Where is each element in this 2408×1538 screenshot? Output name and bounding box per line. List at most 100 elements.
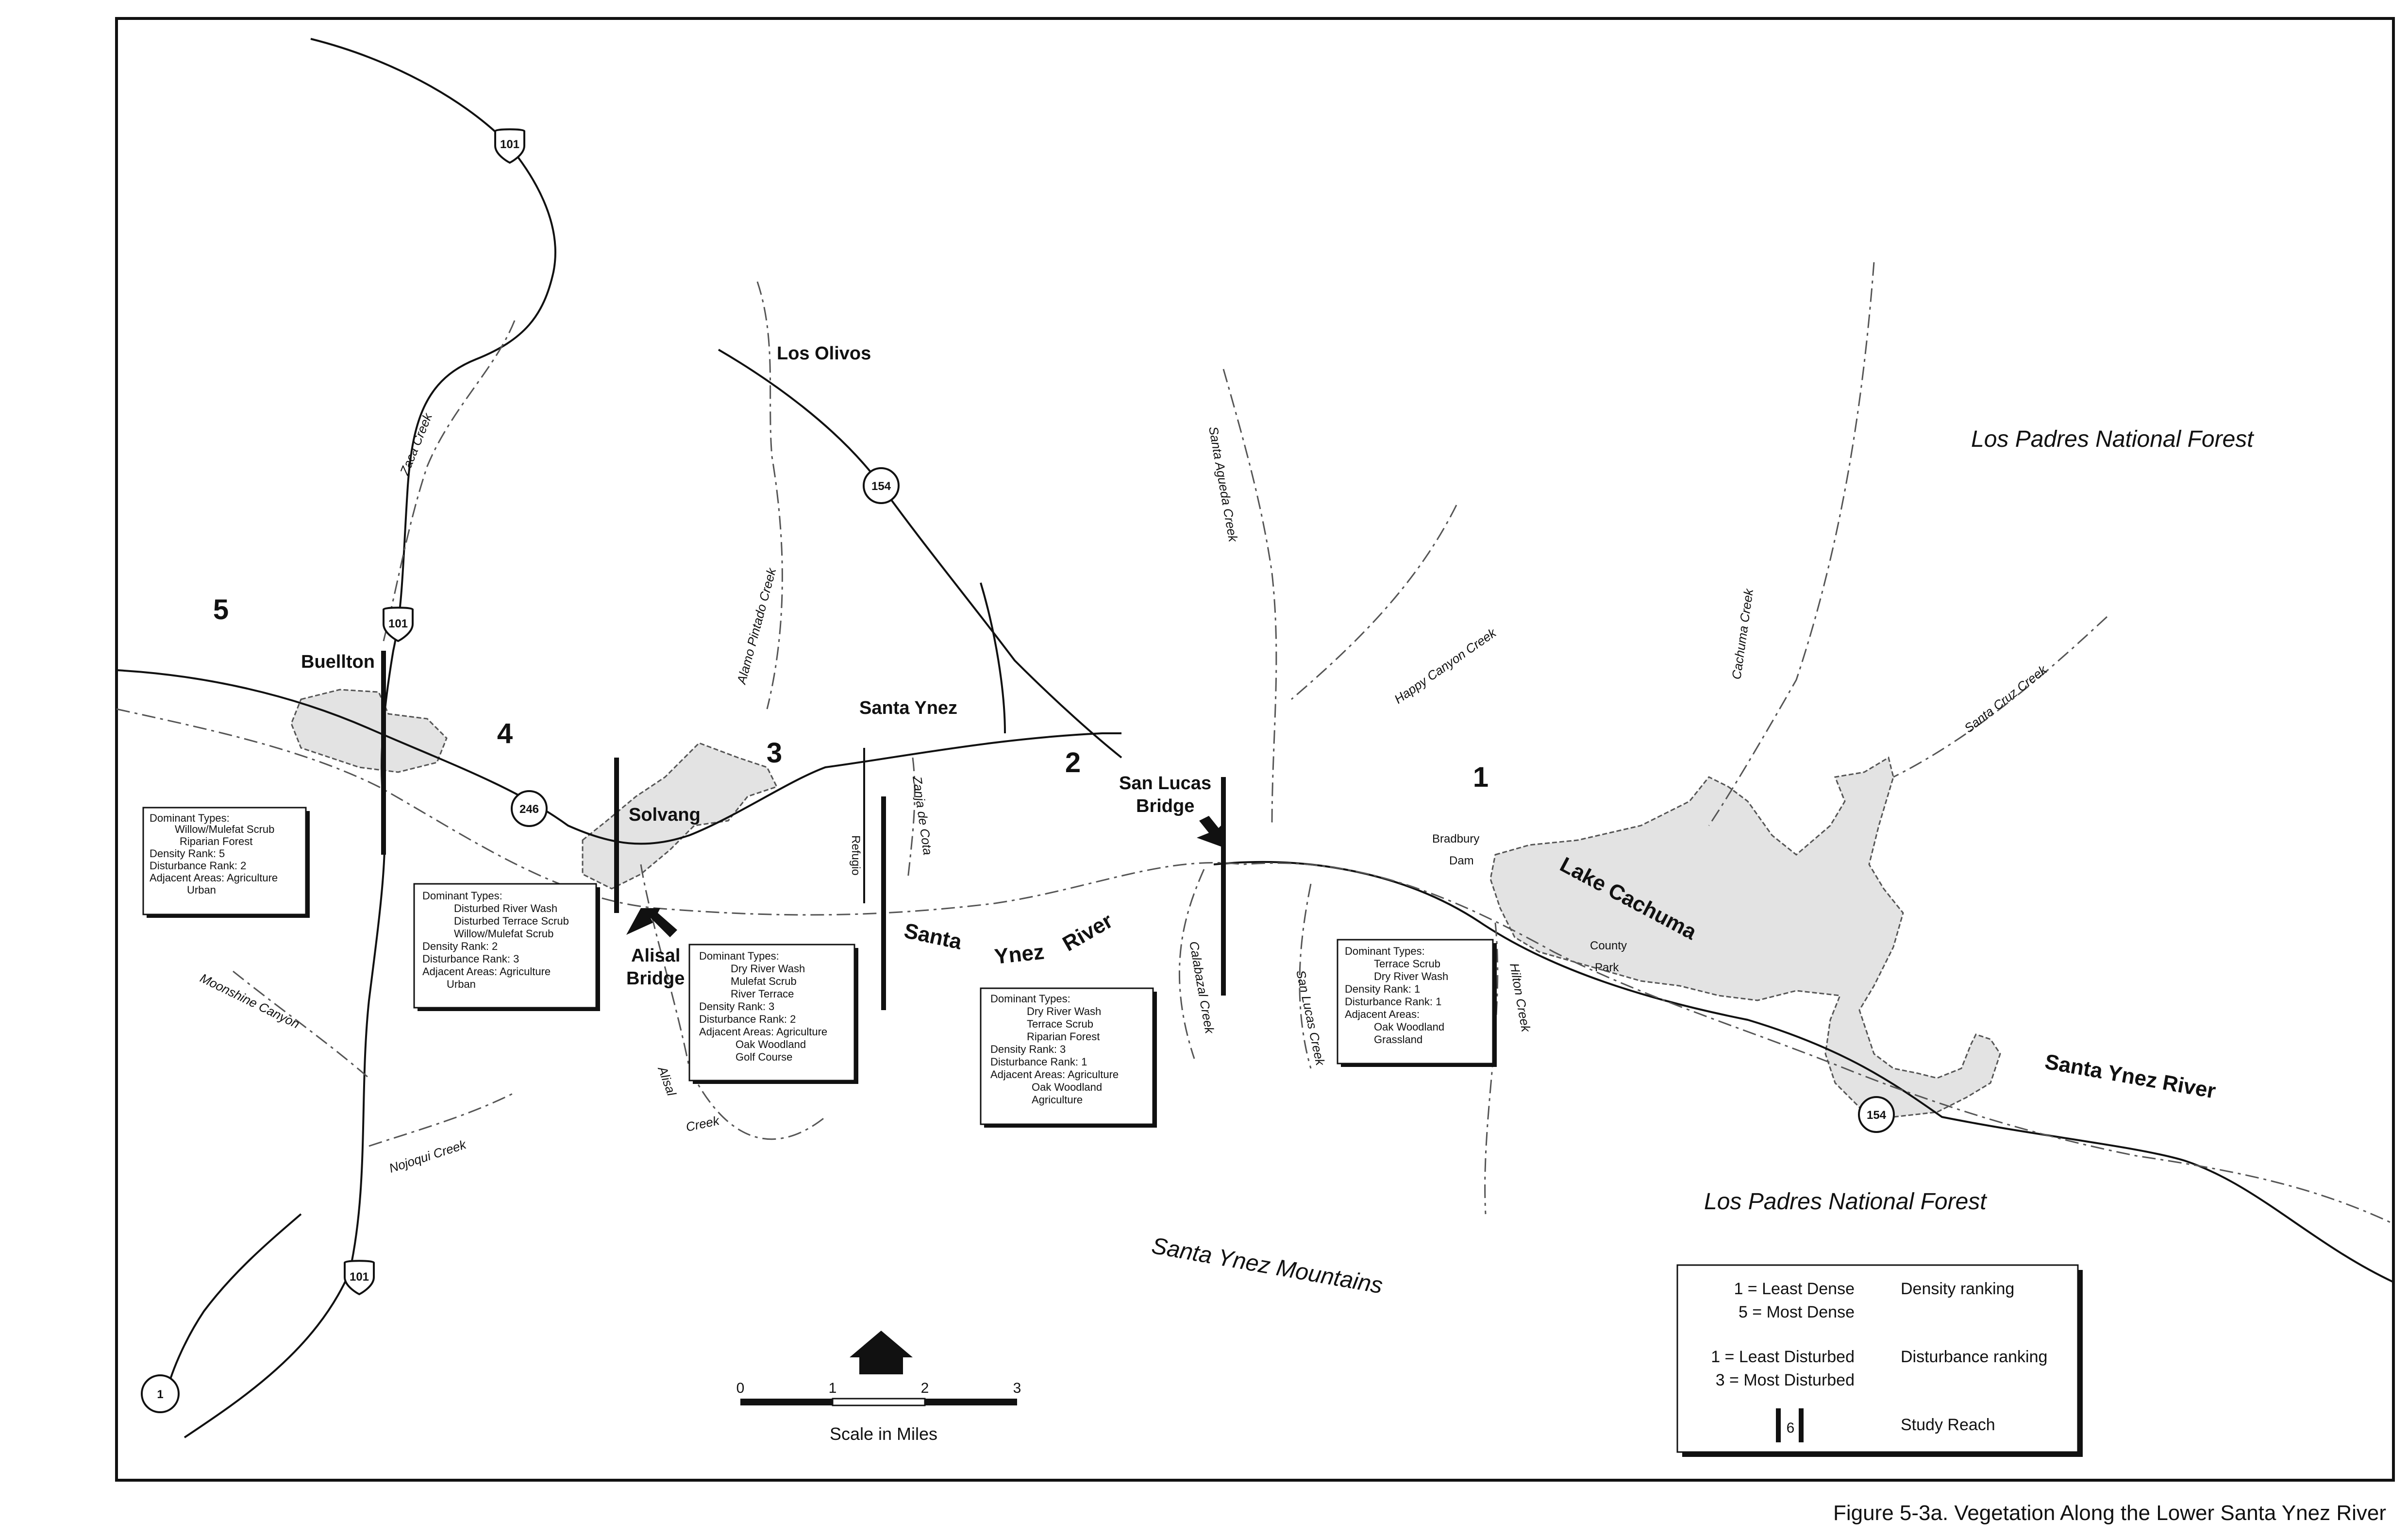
label-santa-ynez: Santa Ynez <box>859 698 957 718</box>
info-box-1-line: Riparian Forest <box>180 835 252 847</box>
shield-154-north-label: 154 <box>871 480 891 493</box>
alisal-bridge-arrow <box>626 908 677 937</box>
shield-1-label: 1 <box>157 1388 163 1401</box>
scale-tick-0: 0 <box>736 1380 745 1396</box>
shield-101-north: 101 <box>494 128 525 164</box>
highway-1-road <box>164 1213 302 1399</box>
map-frame <box>115 17 2395 1482</box>
label-san-lucas-bridge-2: Bridge <box>1136 796 1194 816</box>
label-alisal-creek-2: Creek <box>685 1113 721 1134</box>
reach-numbers: 1 2 3 4 5 <box>213 594 1488 793</box>
highway-shields: 101 101 101 154 154 246 1 <box>141 128 1895 1413</box>
info-box-5-line: Oak Woodland <box>1374 1021 1444 1033</box>
scale-bar: N 0 1 2 3 Scale in Miles <box>736 1331 1021 1444</box>
label-bradbury-1: Bradbury <box>1432 832 1479 845</box>
highway-154-road <box>718 349 1122 759</box>
santa-ynez-river-line <box>116 708 2394 1225</box>
info-box-1-line: Disturbance Rank: 2 <box>150 860 246 872</box>
info-box-2-line: Disturbed River Wash <box>454 902 557 914</box>
legend-disturb-low: 1 = Least Disturbed <box>1711 1348 1855 1366</box>
label-county-park-1: County <box>1590 939 1627 952</box>
label-santa-ynez-river-word3: River <box>1059 909 1117 956</box>
solvang-urban-area <box>582 742 778 890</box>
label-santa-ynez-river-word2: Ynez <box>993 940 1045 968</box>
happy-canyon-creek-line <box>1291 505 1457 700</box>
info-box-4-line: Dominant Types: <box>990 993 1070 1005</box>
calabazal-creek-line <box>1178 869 1205 1059</box>
info-box-3-line: Adjacent Areas: Agriculture <box>699 1026 827 1038</box>
info-box-3-line: Dominant Types: <box>699 950 779 962</box>
shield-246: 246 <box>511 790 548 827</box>
north-arrow-icon <box>850 1331 913 1374</box>
legend-disturb-high: 3 = Most Disturbed <box>1716 1371 1855 1389</box>
label-alisal-bridge-1: Alisal <box>631 946 680 966</box>
scale-tick-2: 2 <box>921 1380 929 1396</box>
info-box-3-line: Oak Woodland <box>736 1038 806 1050</box>
reach-number-1: 1 <box>1473 761 1488 793</box>
info-box-1-line: Adjacent Areas: Agriculture <box>150 872 278 884</box>
info-box-4-line: Density Rank: 3 <box>990 1043 1066 1055</box>
scale-tick-1: 1 <box>829 1380 837 1396</box>
info-box-1-line: Willow/Mulefat Scrub <box>175 823 274 835</box>
label-san-lucas-creek: San Lucas Creek <box>1293 969 1328 1067</box>
label-forest-south: Los Padres National Forest <box>1704 1189 1987 1215</box>
info-box-5-line: Adjacent Areas: <box>1345 1008 1420 1020</box>
info-box-1-line: Dominant Types: <box>150 812 230 824</box>
moonshine-canyon-line <box>233 970 369 1079</box>
legend-density-high: 5 = Most Dense <box>1739 1303 1855 1321</box>
info-box-4-line: Terrace Scrub <box>1027 1018 1093 1030</box>
label-cachuma-creek: Cachuma Creek <box>1729 587 1756 680</box>
shield-246-label: 246 <box>519 803 539 816</box>
north-arrow-label: N <box>876 1356 886 1372</box>
legend-reach-sample: 6 <box>1787 1420 1795 1436</box>
info-box-4-line: Agriculture <box>1032 1094 1083 1106</box>
legend-density-title: Density ranking <box>1901 1280 2014 1298</box>
info-box-4-line: Dry River Wash <box>1027 1005 1101 1017</box>
label-hilton-creek: Hilton Creek <box>1507 962 1534 1034</box>
info-box-5-line: Dry River Wash <box>1374 970 1448 982</box>
info-box-3-line: Dry River Wash <box>731 963 805 975</box>
legend-reach-bar-icon <box>1776 1408 1781 1442</box>
label-county-park-2: Park <box>1595 961 1619 974</box>
zanja-de-cota-creek-line <box>907 757 916 879</box>
info-box-4-line: Disturbance Rank: 1 <box>990 1056 1087 1068</box>
info-box-reach-3: Dominant Types: Dry River Wash Mulefat S… <box>688 944 858 1084</box>
info-box-2-line: Urban <box>447 978 476 990</box>
label-santa-cruz-creek: Santa Cruz Creek <box>1961 662 2050 736</box>
info-box-1-line: Urban <box>187 884 216 896</box>
legend: 1 = Least Dense 5 = Most Dense Density r… <box>1676 1264 2083 1457</box>
alamo-pintado-creek-line <box>756 281 783 710</box>
reach-number-3: 3 <box>767 737 782 769</box>
label-alamo-pintado-creek: Alamo Pintado Creek <box>734 566 779 687</box>
place-labels: Los Olivos Buellton Santa Ynez Solvang S… <box>301 343 2254 1299</box>
legend-density-low: 1 = Least Dense <box>1734 1280 1855 1298</box>
cachuma-creek-line <box>1708 262 1875 826</box>
legend-reach-title: Study Reach <box>1901 1416 1995 1434</box>
shield-154-east-label: 154 <box>1867 1109 1887 1122</box>
info-box-2-line: Disturbance Rank: 3 <box>422 953 519 965</box>
info-box-4-line: Riparian Forest <box>1027 1031 1100 1043</box>
shield-1: 1 <box>141 1374 180 1413</box>
highway-154-east-road <box>1213 861 2394 1283</box>
shield-101-north-label: 101 <box>500 138 519 151</box>
label-santa-ynez-river-word1: Santa <box>902 919 964 954</box>
info-box-2-line: Density Rank: 2 <box>422 940 498 952</box>
label-san-lucas-bridge-1: San Lucas <box>1119 773 1211 794</box>
label-buellton: Buellton <box>301 652 375 672</box>
label-nojoqui-creek: Nojoqui Creek <box>387 1137 469 1176</box>
info-box-reach-4: Dominant Types: Disturbed River Wash Dis… <box>413 883 600 1011</box>
label-happy-canyon-creek: Happy Canyon Creek <box>1391 625 1499 707</box>
info-box-5-line: Density Rank: 1 <box>1345 983 1420 995</box>
info-box-reach-1: Dominant Types: Terrace Scrub Dry River … <box>1337 939 1497 1067</box>
scale-label: Scale in Miles <box>830 1424 937 1444</box>
label-santa-ynez-river-east: Santa Ynez River <box>2043 1050 2217 1103</box>
info-box-2-line: Adjacent Areas: Agriculture <box>422 965 551 978</box>
reach-number-4: 4 <box>497 718 513 749</box>
info-box-reach-5: Dominant Types: Willow/Mulefat Scrub Rip… <box>142 807 310 918</box>
info-box-3-line: River Terrace <box>731 988 794 1000</box>
san-lucas-creek-line <box>1299 883 1312 1069</box>
info-box-2-line: Disturbed Terrace Scrub <box>454 915 569 927</box>
info-box-2-line: Dominant Types: <box>422 890 502 902</box>
info-box-3-line: Density Rank: 3 <box>699 1000 774 1013</box>
info-box-3-line: Disturbance Rank: 2 <box>699 1013 796 1025</box>
